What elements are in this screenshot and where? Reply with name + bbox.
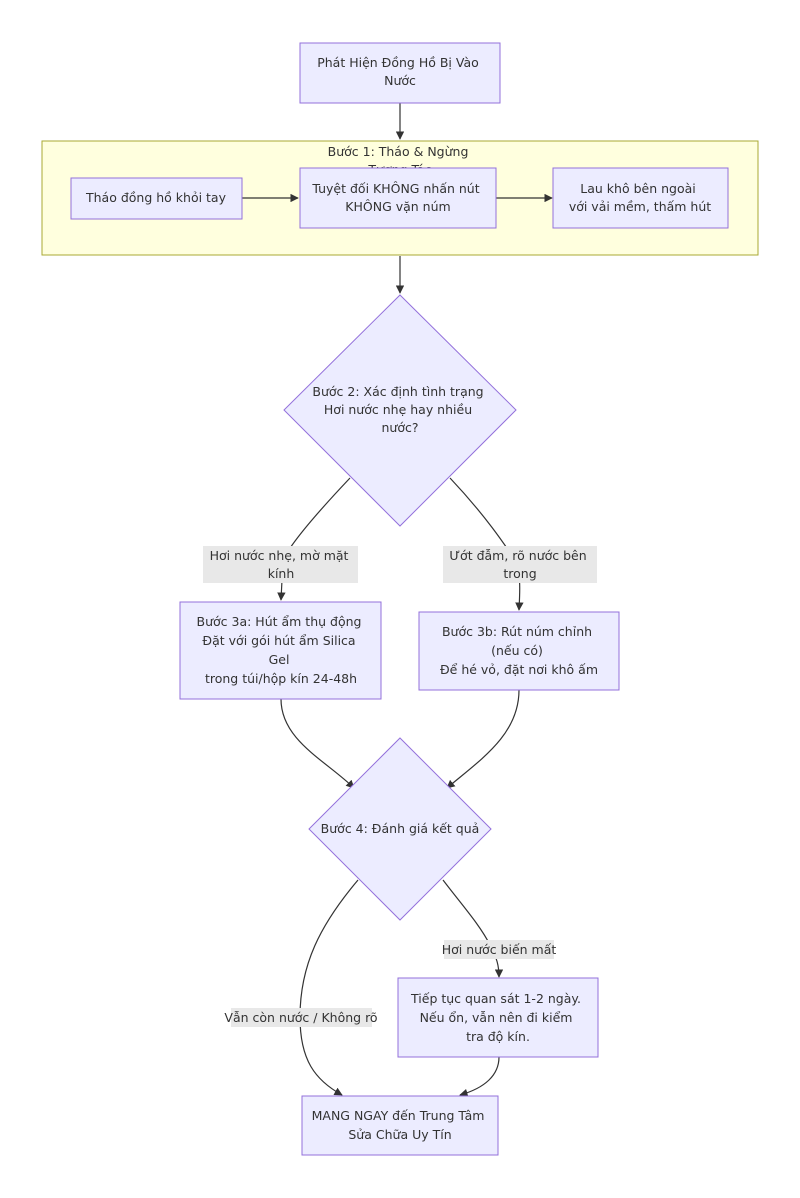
node-step3b-line-3: Để hé vỏ, đặt nơi khô ấm [440, 662, 598, 677]
node-no-press-line-2: KHÔNG vặn núm [345, 199, 450, 214]
cluster-title-line-1: Bước 1: Tháo & Ngừng [328, 144, 469, 159]
node-no-press-text: Tuyệt đối KHÔNG nhấn nút KHÔNG vặn núm [311, 181, 483, 214]
node-remove: Tháo đồng hồ khỏi tay [70, 177, 243, 220]
node-service-line-1: MANG NGAY đến Trung Tâm [312, 1108, 485, 1123]
node-evaluate: Bước 4: Đánh giá kết quả [308, 737, 492, 921]
node-start: Phát Hiện Đồng Hồ Bị Vào Nước [299, 42, 501, 104]
edge-label-still-text: Vẫn còn nước / Không rõ [224, 1010, 377, 1025]
edge-label-gone-bg [444, 940, 554, 959]
edge-label-gone-line-1: Hơi nước biến mất [442, 942, 557, 957]
node-no-press: Tuyệt đối KHÔNG nhấn nút KHÔNG vặn núm [299, 167, 497, 229]
node-start-box [299, 42, 501, 104]
node-observe-line-1: Tiếp tục quan sát 1-2 ngày. [410, 991, 581, 1006]
edge-label-still-line-1: Vẫn còn nước / Không rõ [224, 1010, 377, 1025]
node-assess-line-2: Hơi nước nhẹ hay nhiều [324, 402, 472, 417]
node-evaluate-diamond [308, 737, 492, 921]
node-service-text: MANG NGAY đến Trung Tâm Sửa Chữa Uy Tín [312, 1108, 489, 1142]
node-assess-line-3: nước? [382, 420, 419, 435]
node-wipe: Lau khô bên ngoài với vải mềm, thấm hút [552, 167, 729, 229]
node-assess-text: Bước 2: Xác định tình trạng Hơi nước nhẹ… [312, 384, 487, 435]
node-assess: Bước 2: Xác định tình trạng Hơi nước nhẹ… [283, 294, 517, 527]
node-observe-text: Tiếp tục quan sát 1-2 ngày. Nếu ổn, vẫn … [410, 991, 585, 1044]
edge-label-heavy-line-1: Ướt đẫm, rõ nước bên [449, 548, 586, 563]
node-evaluate-text: Bước 4: Đánh giá kết quả [321, 821, 480, 836]
node-step3b-line-2: (nếu có) [491, 643, 543, 658]
node-start-line-2: Nước [384, 73, 416, 88]
edge-label-heavy-bg [443, 546, 597, 583]
node-evaluate-line-1: Bước 4: Đánh giá kết quả [321, 821, 480, 836]
node-remove-text: Tháo đồng hồ khỏi tay [85, 190, 227, 205]
node-step3a-line-2: Đặt với gói hút ẩm Silica [202, 633, 355, 648]
edge-label-light-text: Hơi nước nhẹ, mờ mặt kính [210, 548, 353, 581]
node-service-box [301, 1095, 499, 1156]
node-assess-diamond [283, 294, 517, 527]
node-no-press-box [299, 167, 497, 229]
node-step3a-line-4: trong túi/hộp kín 24-48h [205, 671, 357, 686]
edge-label-gone: Hơi nước biến mất [442, 940, 557, 959]
node-step3a-box [179, 601, 382, 700]
edge-label-light-line-1: Hơi nước nhẹ, mờ mặt [210, 548, 349, 563]
edge-step3a-to-evaluate [280, 698, 355, 789]
node-step3a-text: Bước 3a: Hút ẩm thụ động Đặt với gói hút… [197, 614, 366, 686]
node-start-line-1: Phát Hiện Đồng Hồ Bị Vào [317, 55, 479, 70]
node-step3a-line-1: Bước 3a: Hút ẩm thụ động [197, 614, 362, 629]
node-service: MANG NGAY đến Trung Tâm Sửa Chữa Uy Tín [301, 1095, 499, 1156]
node-service-line-2: Sửa Chữa Uy Tín [348, 1127, 451, 1142]
node-observe-box [397, 977, 599, 1058]
node-assess-line-1: Bước 2: Xác định tình trạng [312, 384, 483, 399]
edge-evaluate-to-service [299, 879, 359, 1096]
node-wipe-line-1: Lau khô bên ngoài [580, 181, 695, 196]
node-observe-line-2: Nếu ổn, vẫn nên đi kiểm [420, 1010, 573, 1025]
node-start-text: Phát Hiện Đồng Hồ Bị Vào Nước [317, 55, 483, 88]
edge-label-light-bg [203, 546, 358, 583]
node-step3b: Bước 3b: Rút núm chỉnh (nếu có) Để hé vỏ… [418, 611, 620, 691]
node-no-press-line-1: Tuyệt đối KHÔNG nhấn nút [311, 181, 479, 196]
edge-observe-to-service [459, 1056, 500, 1098]
edge-label-gone-text: Hơi nước biến mất [442, 942, 557, 957]
node-remove-line-1: Tháo đồng hồ khỏi tay [85, 190, 227, 205]
edge-evaluate-to-observe [442, 879, 504, 978]
edge-label-heavy: Ướt đẫm, rõ nước bên trong [443, 546, 597, 583]
edge-label-heavy-text: Ướt đẫm, rõ nước bên trong [449, 548, 590, 581]
edge-label-still-bg [231, 1008, 372, 1027]
edge-label-light-line-2: kính [268, 566, 295, 581]
edge-step3b-to-evaluate [446, 689, 520, 789]
node-wipe-text: Lau khô bên ngoài với vải mềm, thấm hút [569, 181, 711, 214]
node-step3b-box [418, 611, 620, 691]
node-remove-box [70, 177, 243, 220]
node-wipe-box [552, 167, 729, 229]
edge-label-heavy-line-2: trong [503, 566, 536, 581]
node-step3b-text: Bước 3b: Rút núm chỉnh (nếu có) Để hé vỏ… [440, 624, 598, 677]
node-observe: Tiếp tục quan sát 1-2 ngày. Nếu ổn, vẫn … [397, 977, 599, 1058]
node-step3a: Bước 3a: Hút ẩm thụ động Đặt với gói hút… [179, 601, 382, 700]
node-observe-line-3: tra độ kín. [466, 1029, 530, 1044]
edge-label-still: Vẫn còn nước / Không rõ [224, 1008, 378, 1027]
node-step3a-line-3: Gel [269, 652, 290, 667]
node-step3b-line-1: Bước 3b: Rút núm chỉnh [442, 624, 592, 639]
node-wipe-line-2: với vải mềm, thấm hút [569, 199, 711, 214]
edge-assess-to-step3b [449, 477, 524, 611]
edge-label-light: Hơi nước nhẹ, mờ mặt kính [203, 546, 358, 583]
